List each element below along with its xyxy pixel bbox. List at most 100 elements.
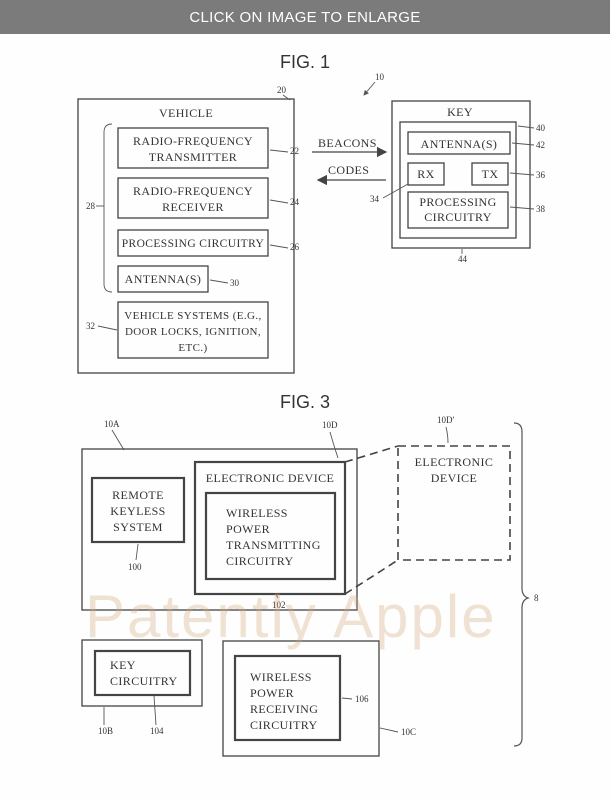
ref-10d-prime: 10D'	[437, 415, 454, 425]
ref-42-leader	[511, 142, 535, 146]
electronic-device-label: ELECTRONIC DEVICE	[206, 471, 334, 485]
ref-22-leader	[269, 149, 289, 153]
wireless-rx-line2: POWER	[250, 686, 294, 700]
ref-10a: 10A	[104, 419, 120, 429]
rf-receiver-line2: RECEIVER	[162, 200, 224, 214]
ref-10: 10	[375, 72, 385, 82]
rx-label: RX	[417, 167, 434, 181]
rf-transmitter-line1: RADIO-FREQUENCY	[133, 134, 253, 148]
rf-transmitter-line2: TRANSMITTER	[149, 150, 237, 164]
ref-106-leader	[341, 697, 353, 700]
wireless-tx-line3: TRANSMITTING	[226, 538, 321, 552]
tx-box	[471, 162, 509, 186]
ref-26: 26	[290, 242, 300, 252]
ref-100: 100	[128, 562, 142, 572]
vehicle-group-bracket	[103, 123, 113, 293]
wireless-tx-line1: WIRELESS	[226, 506, 288, 520]
remote-keyless-line2: KEYLESS	[110, 504, 165, 518]
ref-22: 22	[290, 146, 299, 156]
vehicle-processing-box	[117, 229, 269, 257]
ref-10d-leader	[329, 431, 339, 459]
ref-30-leader	[209, 279, 229, 284]
vehicle-box	[77, 98, 295, 374]
ref-36-leader	[509, 172, 535, 176]
key-processing-line1: PROCESSING	[419, 195, 496, 209]
ref-32-leader	[97, 325, 118, 331]
remote-keyless-line3: SYSTEM	[113, 520, 163, 534]
key-label: KEY	[447, 105, 473, 119]
electronic-device-box	[193, 460, 347, 596]
wireless-rx-line3: RECEIVING	[250, 702, 318, 716]
electronic-device-prime-line1: ELECTRONIC	[415, 455, 494, 469]
ref-36: 36	[536, 170, 546, 180]
rf-receiver-box	[117, 177, 269, 219]
vehicle-systems-line3: ETC.)	[178, 342, 207, 354]
device-10c-box	[222, 640, 380, 757]
rx-box	[407, 162, 445, 186]
ref-44: 44	[458, 254, 468, 264]
key-processing-box	[407, 191, 509, 229]
click-to-enlarge-banner[interactable]: CLICK ON IMAGE TO ENLARGE	[0, 0, 610, 34]
ref-10c-leader	[379, 727, 399, 733]
key-antenna-label: ANTENNA(S)	[421, 137, 498, 151]
remote-keyless-line1: REMOTE	[112, 488, 164, 502]
ref-24: 24	[290, 197, 300, 207]
tx-label: TX	[482, 167, 499, 181]
ref-30: 30	[230, 278, 240, 288]
ref-10-leader	[363, 81, 376, 96]
ref-24-leader	[269, 199, 289, 204]
ref-40: 40	[536, 123, 546, 133]
ref-102-leader	[275, 593, 279, 599]
wireless-rx-line4: CIRCUITRY	[250, 718, 318, 732]
electronic-device-prime-line2: DEVICE	[431, 471, 477, 485]
vehicle-systems-line1: VEHICLE SYSTEMS (E.G.,	[124, 310, 261, 322]
rf-receiver-line1: RADIO-FREQUENCY	[133, 184, 253, 198]
ref-20: 20	[277, 85, 287, 95]
vehicle-systems-box	[117, 301, 269, 359]
fig3-title: FIG. 3	[279, 392, 330, 412]
rf-transmitter-box	[117, 127, 269, 169]
ref-28: 28	[86, 201, 96, 211]
ref-10a-leader	[111, 429, 125, 451]
device-10b-box	[81, 639, 203, 707]
wireless-rx-line1: WIRELESS	[250, 670, 312, 684]
electronic-device-prime-box	[397, 445, 511, 561]
key-box	[391, 100, 531, 249]
key-inner-box	[399, 121, 517, 239]
ref-38-leader	[509, 206, 535, 210]
ref-106: 106	[355, 694, 369, 704]
ref-104-leader	[153, 695, 157, 726]
ref-42: 42	[536, 140, 545, 150]
ref-8: 8	[534, 593, 539, 603]
ref-10d: 10D	[322, 420, 338, 430]
vehicle-processing-label: PROCESSING CIRCUITRY	[122, 238, 265, 250]
ref-104: 104	[150, 726, 164, 736]
wireless-tx-box	[204, 491, 337, 581]
ref-10b: 10B	[98, 726, 113, 736]
ref-26-leader	[269, 244, 289, 249]
codes-label: CODES	[328, 163, 369, 177]
vehicle-systems-line2: DOOR LOCKS, IGNITION,	[125, 326, 261, 338]
ref-34: 34	[370, 194, 380, 204]
vehicle-antenna-box	[117, 265, 209, 293]
ref-10d-prime-leader	[445, 426, 449, 444]
wireless-rx-box	[233, 654, 342, 742]
fig1-title: FIG. 1	[279, 52, 330, 72]
key-antenna-box	[407, 131, 511, 155]
ref-20-leader	[282, 94, 291, 101]
device-10a-box	[81, 448, 358, 611]
projection-line-top	[344, 445, 399, 463]
ref-102: 102	[272, 600, 286, 610]
key-circuitry-line1: KEY	[110, 658, 136, 672]
key-circuitry-line2: CIRCUITRY	[110, 674, 178, 688]
ref-10c: 10C	[401, 727, 416, 737]
remote-keyless-box	[90, 476, 186, 544]
key-processing-line2: CIRCUITRY	[424, 210, 492, 224]
projection-line-bottom	[344, 559, 399, 595]
beacons-label: BEACONS	[318, 136, 377, 150]
ref-32: 32	[86, 321, 95, 331]
key-circuitry-box	[93, 649, 192, 697]
ref-100-leader	[135, 543, 139, 561]
ref-38: 38	[536, 204, 546, 214]
